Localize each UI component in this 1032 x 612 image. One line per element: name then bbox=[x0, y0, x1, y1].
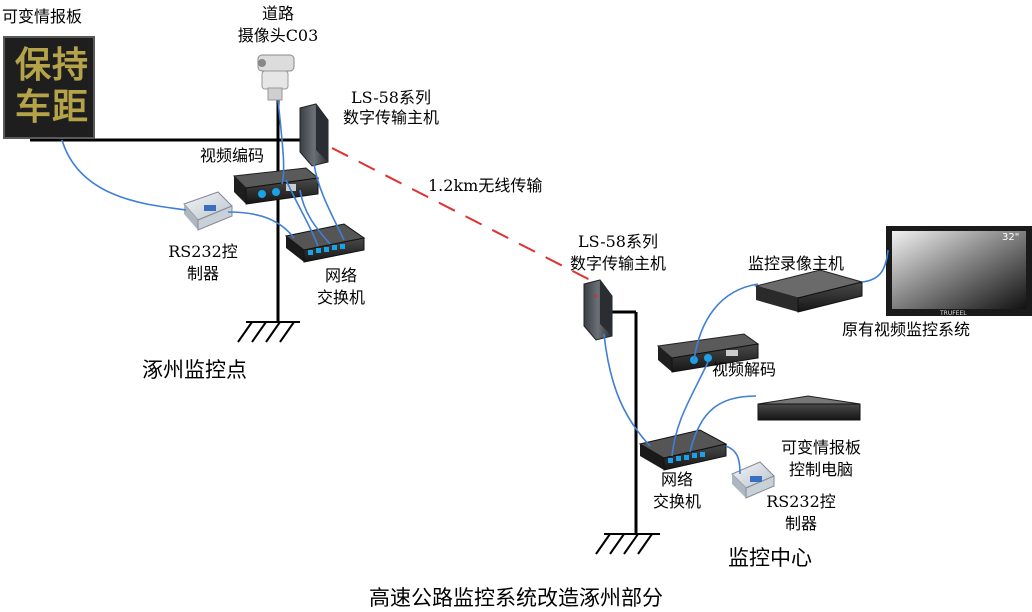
site-zhuozhou-label: 涿州监控点 bbox=[142, 358, 247, 382]
camera-label-line2: 摄像头C03 bbox=[237, 26, 319, 45]
transmission-host-right-icon bbox=[583, 279, 613, 341]
host-right-label-line2: 数字传输主机 bbox=[569, 254, 666, 273]
video-encoder-icon bbox=[232, 167, 320, 205]
rs232-right-label-line2: 制器 bbox=[784, 514, 817, 533]
host-top-label-line2: 数字传输主机 bbox=[342, 108, 439, 127]
wireless-link-label: 1.2km无线传输 bbox=[428, 176, 543, 195]
vms-text-line2: 车距 bbox=[15, 87, 90, 128]
switch-left-label-line2: 交换机 bbox=[316, 288, 365, 307]
existing-system-label: 原有视频监控系统 bbox=[842, 320, 971, 339]
vms-text-line1: 保持 bbox=[15, 45, 90, 86]
ground-symbol-left bbox=[237, 321, 300, 343]
network-switch-right-icon bbox=[638, 429, 728, 471]
rs232-right-label-line1: RS232控 bbox=[766, 492, 836, 511]
monitor-center-label: 监控中心 bbox=[728, 546, 812, 570]
video-encoder-label: 视频编码 bbox=[200, 146, 265, 165]
vms-pc-label-line2: 控制电脑 bbox=[788, 460, 853, 479]
host-top-label-line1: LS-58系列 bbox=[351, 88, 431, 107]
rs232-controller-left-icon bbox=[183, 191, 233, 231]
video-decoder-icon bbox=[656, 333, 760, 373]
vms-pc-label-line1: 可变情报板 bbox=[780, 438, 861, 457]
switch-left-label-line1: 网络 bbox=[324, 266, 357, 285]
camera-label-line1: 道路 bbox=[261, 4, 294, 23]
monitor-icon bbox=[886, 226, 1032, 316]
video-decoder-label: 视频解码 bbox=[712, 360, 777, 379]
network-switch-left-icon bbox=[284, 223, 366, 263]
diagram-title: 高速公路监控系统改造涿州部分 bbox=[369, 586, 663, 610]
host-right-label-line1: LS-58系列 bbox=[578, 232, 658, 251]
transmission-host-top-icon bbox=[299, 103, 329, 167]
cables-right bbox=[603, 249, 889, 475]
vms-control-pc-icon bbox=[757, 395, 861, 421]
switch-right-label-line1: 网络 bbox=[660, 470, 693, 489]
camera-icon bbox=[257, 54, 295, 101]
variable-message-sign: 保持 车距 bbox=[3, 36, 95, 139]
vms-board-label: 可变情报板 bbox=[2, 7, 83, 26]
video-recorder-icon bbox=[754, 269, 864, 313]
recorder-label: 监控录像主机 bbox=[748, 254, 845, 273]
monitor-brand-label: TRUFEEL bbox=[940, 310, 967, 317]
rs232-left-label-line1: RS232控 bbox=[168, 242, 238, 261]
wireless-link-line bbox=[331, 147, 599, 285]
monitor-size-label: 32" bbox=[1002, 232, 1020, 243]
switch-right-label-line2: 交换机 bbox=[652, 492, 701, 511]
rs232-controller-right-icon bbox=[731, 461, 775, 499]
rs232-left-label-line2: 制器 bbox=[186, 264, 219, 283]
ground-symbol-right bbox=[595, 533, 660, 555]
cables-left bbox=[61, 99, 345, 247]
